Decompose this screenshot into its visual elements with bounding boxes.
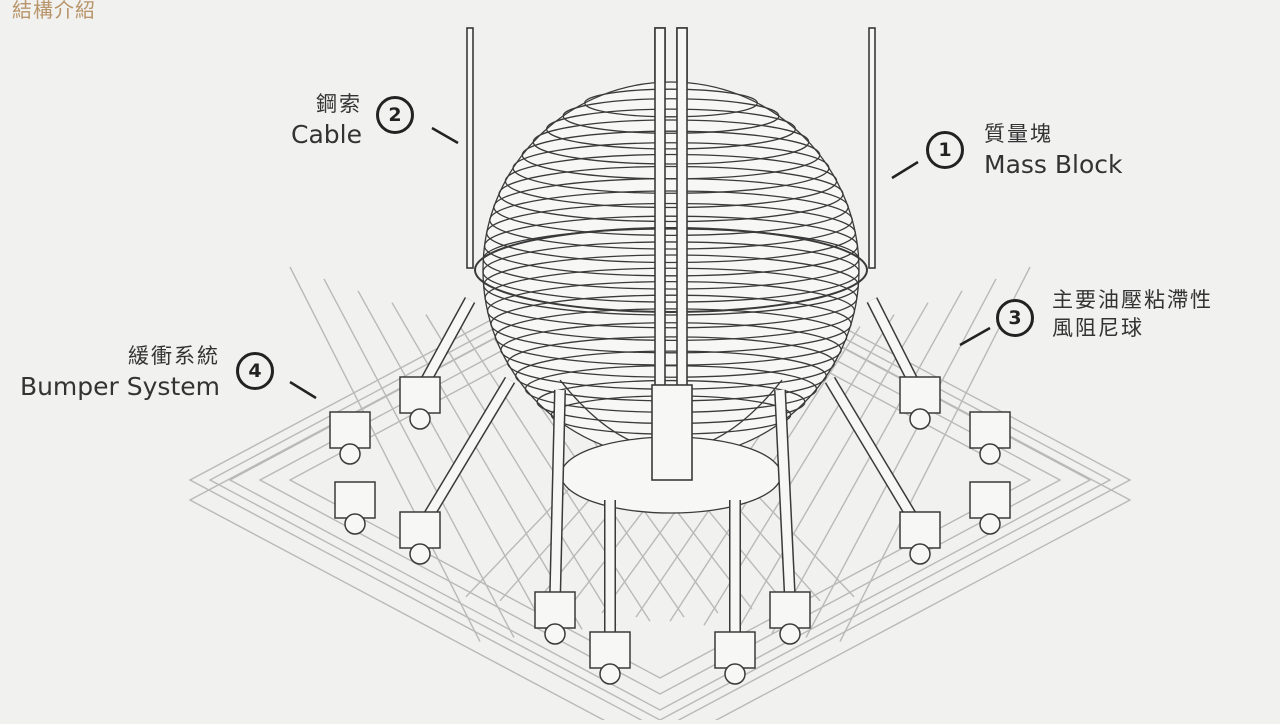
sphere-ring (483, 215, 859, 277)
cable-label: 鋼索 Cable (240, 90, 362, 152)
callout-1-marker: 1 (926, 131, 964, 169)
strut-inner (775, 389, 795, 601)
sphere-ring (532, 119, 810, 165)
piston-foot (544, 623, 566, 645)
strut-inner (826, 377, 924, 533)
sphere-ring (500, 322, 842, 378)
piston-housing (969, 411, 1011, 449)
callout-2-marker: 2 (376, 96, 414, 134)
bumper-label-zh: 緩衝系統 (128, 344, 220, 368)
piston-housing (329, 411, 371, 449)
piston-foot (779, 623, 801, 645)
strut-inner (416, 377, 514, 533)
piston-foot (339, 443, 361, 465)
mass-block-label: 質量塊 Mass Block (984, 120, 1123, 182)
piston-housing (534, 591, 576, 629)
piston-foot (724, 663, 746, 685)
sphere-ring (482, 254, 860, 316)
piston-housing (769, 591, 811, 629)
damper-label-line1: 主要油壓粘滯性 (1052, 288, 1213, 312)
piston-foot (979, 443, 1001, 465)
callout-4-marker: 4 (236, 352, 274, 390)
sphere-ring (562, 98, 780, 134)
frame-ring (228, 249, 1092, 711)
callout-3-marker: 3 (996, 299, 1034, 337)
frame-beam (805, 278, 997, 638)
sphere-ring (486, 280, 856, 342)
callout-1-number: 1 (938, 139, 952, 161)
frame-beam (771, 290, 963, 634)
piston-housing (899, 376, 941, 414)
sphere-ring (493, 178, 849, 236)
piston-housing (334, 481, 376, 519)
sphere-ring (484, 267, 858, 329)
bumper-label-en: Bumper System (19, 372, 220, 402)
piston-housing (969, 481, 1011, 519)
cable-label-zh: 鋼索 (316, 92, 362, 116)
frame-beam (289, 266, 481, 642)
frame-beam (839, 266, 1031, 642)
strut-inner (550, 389, 565, 601)
sphere-ring (489, 190, 853, 250)
leader-lines (289, 126, 991, 400)
damper-label: 主要油壓粘滯性 風阻尼球 (1052, 286, 1213, 343)
damper-label-line2: 風阻尼球 (1052, 316, 1144, 341)
frame-ring (188, 229, 1132, 724)
sphere-ring (584, 88, 758, 118)
damper-leader (959, 326, 991, 347)
piston-housing (899, 511, 941, 549)
equator-ring (474, 227, 868, 313)
cable-leader (431, 126, 459, 145)
sphere-ring (482, 241, 860, 303)
piston-foot (409, 408, 431, 430)
mass-block-leader (891, 160, 919, 180)
bumper-label: 緩衝系統 Bumper System (0, 342, 220, 404)
sphere-ring (498, 165, 844, 223)
piston-housing (589, 631, 631, 669)
mass-block-label-en: Mass Block (984, 150, 1123, 180)
frame-beam (357, 290, 549, 634)
cable-clamp (651, 384, 693, 481)
cable (868, 27, 876, 269)
cable-front (676, 27, 688, 389)
piston-foot (599, 663, 621, 685)
mass-block-label-zh: 質量塊 (984, 122, 1053, 146)
sphere-ring (486, 202, 856, 264)
piston-foot (409, 543, 431, 565)
sphere-ring (545, 108, 797, 150)
sphere-ring (490, 294, 852, 354)
piston-foot (979, 513, 1001, 535)
piston-foot (909, 408, 931, 430)
callout-3-number: 3 (1008, 307, 1022, 329)
frame-beam (425, 314, 617, 626)
piston-housing (399, 511, 441, 549)
callout-2-number: 2 (388, 104, 402, 126)
bumper-leader (289, 380, 317, 400)
page-title: 結構介紹 (12, 0, 96, 22)
piston-housing (714, 631, 756, 669)
piston-foot (344, 513, 366, 535)
piston-foot (909, 543, 931, 565)
piston-housing (399, 376, 441, 414)
callout-4-number: 4 (248, 360, 262, 382)
cable-label-en: Cable (291, 120, 362, 150)
cable (466, 27, 474, 269)
frame-beam (323, 278, 515, 638)
cable-front (654, 27, 666, 389)
bumper-system (329, 297, 1011, 685)
sphere-ring (504, 153, 838, 209)
sphere-ring (512, 142, 830, 194)
